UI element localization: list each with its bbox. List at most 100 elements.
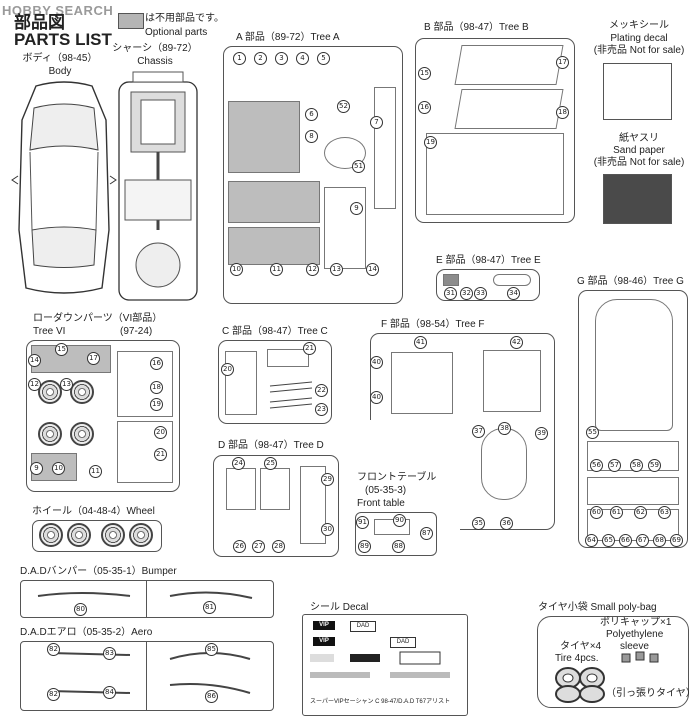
body-label-jp: ボディ（98-45） — [22, 53, 98, 64]
decal-vip-1: VIP — [313, 621, 335, 630]
tree-g-num-59: 59 — [648, 459, 661, 472]
tree-f-notch — [370, 420, 460, 530]
wheel-4 — [129, 523, 153, 547]
tree-f-num-35: 35 — [472, 517, 485, 530]
tree-b — [415, 38, 575, 223]
polycap-label-jp: ポリキャップ×1 — [600, 617, 672, 628]
front-table-en: Front table — [357, 498, 405, 509]
tree-a-num-1: 1 — [233, 52, 246, 65]
tree-a-num-4: 4 — [296, 52, 309, 65]
tree-vi-num-12: 12 — [28, 378, 41, 391]
front-table-jp: フロントテーブル — [357, 472, 437, 483]
tree-e-title: E 部品（98-47）Tree E — [436, 255, 541, 266]
tree-vi-hub-13a — [70, 380, 94, 404]
plating-label-jp: メッキシール — [609, 20, 669, 31]
tree-vi-num-18: 18 — [150, 381, 163, 394]
tree-f-num-40b: 40 — [370, 391, 383, 404]
tree-a — [223, 46, 403, 304]
decal-dad-1: DAD — [350, 621, 376, 632]
tree-d-title: D 部品（98-47）Tree D — [218, 440, 324, 451]
tree-g-num-66: 66 — [619, 534, 632, 547]
legend-label-jp: は不用部品です。 — [145, 13, 224, 24]
tree-e-part-34 — [493, 274, 531, 286]
tree-b-num-17: 17 — [556, 56, 569, 69]
tree-c-part-21 — [267, 349, 309, 367]
tree-c-num-23: 23 — [315, 403, 328, 416]
tree-a-num-8: 8 — [305, 130, 318, 143]
tree-vi-title-en: Tree VI — [33, 326, 66, 337]
sand-label-jp: 紙ヤスリ — [619, 133, 659, 144]
tree-f-num-42: 42 — [510, 336, 523, 349]
tree-f-num-41: 41 — [414, 336, 427, 349]
tree-d-num-27: 27 — [252, 540, 265, 553]
tree-f-num-39: 39 — [535, 427, 548, 440]
chassis-label-en: Chassis — [137, 56, 173, 67]
body-label-en: Body — [48, 66, 72, 77]
tree-a-num-51: 51 — [352, 160, 365, 173]
decal-vip-2: VIP — [313, 637, 335, 646]
aero-num-82a: 82 — [47, 643, 60, 656]
tree-d-num-28: 28 — [272, 540, 285, 553]
tree-a-num-3: 3 — [275, 52, 288, 65]
tree-vi-num-19: 19 — [150, 398, 163, 411]
tree-b-num-18: 18 — [556, 106, 569, 119]
plating-note: (非売品 Not for sale) — [593, 45, 685, 56]
tree-f-num-36: 36 — [500, 517, 513, 530]
polycap-label-en1: Polyethylene — [606, 629, 664, 640]
front-table-num-91: 91 — [356, 516, 369, 529]
tree-vi-num-13: 13 — [60, 378, 73, 391]
tree-c-part-20 — [225, 351, 257, 415]
aero-num-86: 86 — [205, 690, 218, 703]
decal-misc-marks — [310, 651, 450, 678]
tree-a-part-7 — [374, 87, 396, 209]
tree-g-part-row2 — [587, 477, 679, 505]
tree-g-num-67: 67 — [636, 534, 649, 547]
tree-a-num-52: 52 — [337, 100, 350, 113]
tree-c-num-22: 22 — [315, 384, 328, 397]
tree-g-num-64: 64 — [585, 534, 598, 547]
tire-label-en: Tire 4pcs. — [555, 653, 599, 664]
tree-g-num-68: 68 — [653, 534, 666, 547]
tree-a-num-6: 6 — [305, 108, 318, 121]
bumper-divider — [146, 581, 147, 617]
tree-f-num-38: 38 — [498, 422, 511, 435]
tree-a-num-5: 5 — [317, 52, 330, 65]
page-title-en: PARTS LIST — [14, 30, 112, 49]
tree-b-part-19 — [426, 133, 564, 215]
tree-e-num-33: 33 — [474, 287, 487, 300]
tree-a-num-7: 7 — [370, 116, 383, 129]
sand-label-en: Sand paper — [613, 145, 665, 156]
bumper-tree — [20, 580, 274, 618]
tree-vi-num-20: 20 — [154, 426, 167, 439]
tree-d-part-24 — [226, 468, 256, 510]
tree-f-num-37: 37 — [472, 425, 485, 438]
tree-vi-num-14: 14 — [28, 354, 41, 367]
tree-vi-num-10: 10 — [52, 462, 65, 475]
aero-title: D.A.Dエアロ（05-35-2）Aero — [20, 627, 153, 638]
decal-title: シール Decal — [310, 602, 369, 613]
plating-label-en: Plating decal — [610, 33, 668, 44]
tree-b-title: B 部品（98-47）Tree B — [424, 22, 529, 33]
decal-footer: スーパーVIPセーシャン C 98-47/D.A.D T67アリスト — [310, 699, 451, 705]
tree-f-num-40a: 40 — [370, 356, 383, 369]
tree-c-title: C 部品（98-47）Tree C — [222, 326, 328, 337]
tree-g-num-57: 57 — [608, 459, 621, 472]
tree-c-wipers — [269, 381, 313, 409]
tree-c-num-21: 21 — [303, 342, 316, 355]
tree-a-num-12: 12 — [306, 263, 319, 276]
tree-g-num-65: 65 — [602, 534, 615, 547]
tree-e-part-31 — [443, 274, 459, 286]
tree-vi-title-jp: ローダウンパーツ（VI部品） — [33, 313, 163, 324]
chassis-label-jp: シャーシ（89-72） — [112, 43, 198, 54]
tree-g-num-58: 58 — [630, 459, 643, 472]
tree-b-part-18 — [454, 89, 564, 129]
tree-a-num-13: 13 — [330, 263, 343, 276]
tree-e-num-31: 31 — [444, 287, 457, 300]
tree-c — [218, 340, 332, 424]
tree-b-num-19: 19 — [424, 136, 437, 149]
tree-g-num-60: 60 — [590, 506, 603, 519]
decal-sheet — [302, 614, 468, 716]
wheel-title: ホイール（04-48-4）Wheel — [32, 506, 155, 517]
sand-paper-sheet — [603, 174, 672, 224]
